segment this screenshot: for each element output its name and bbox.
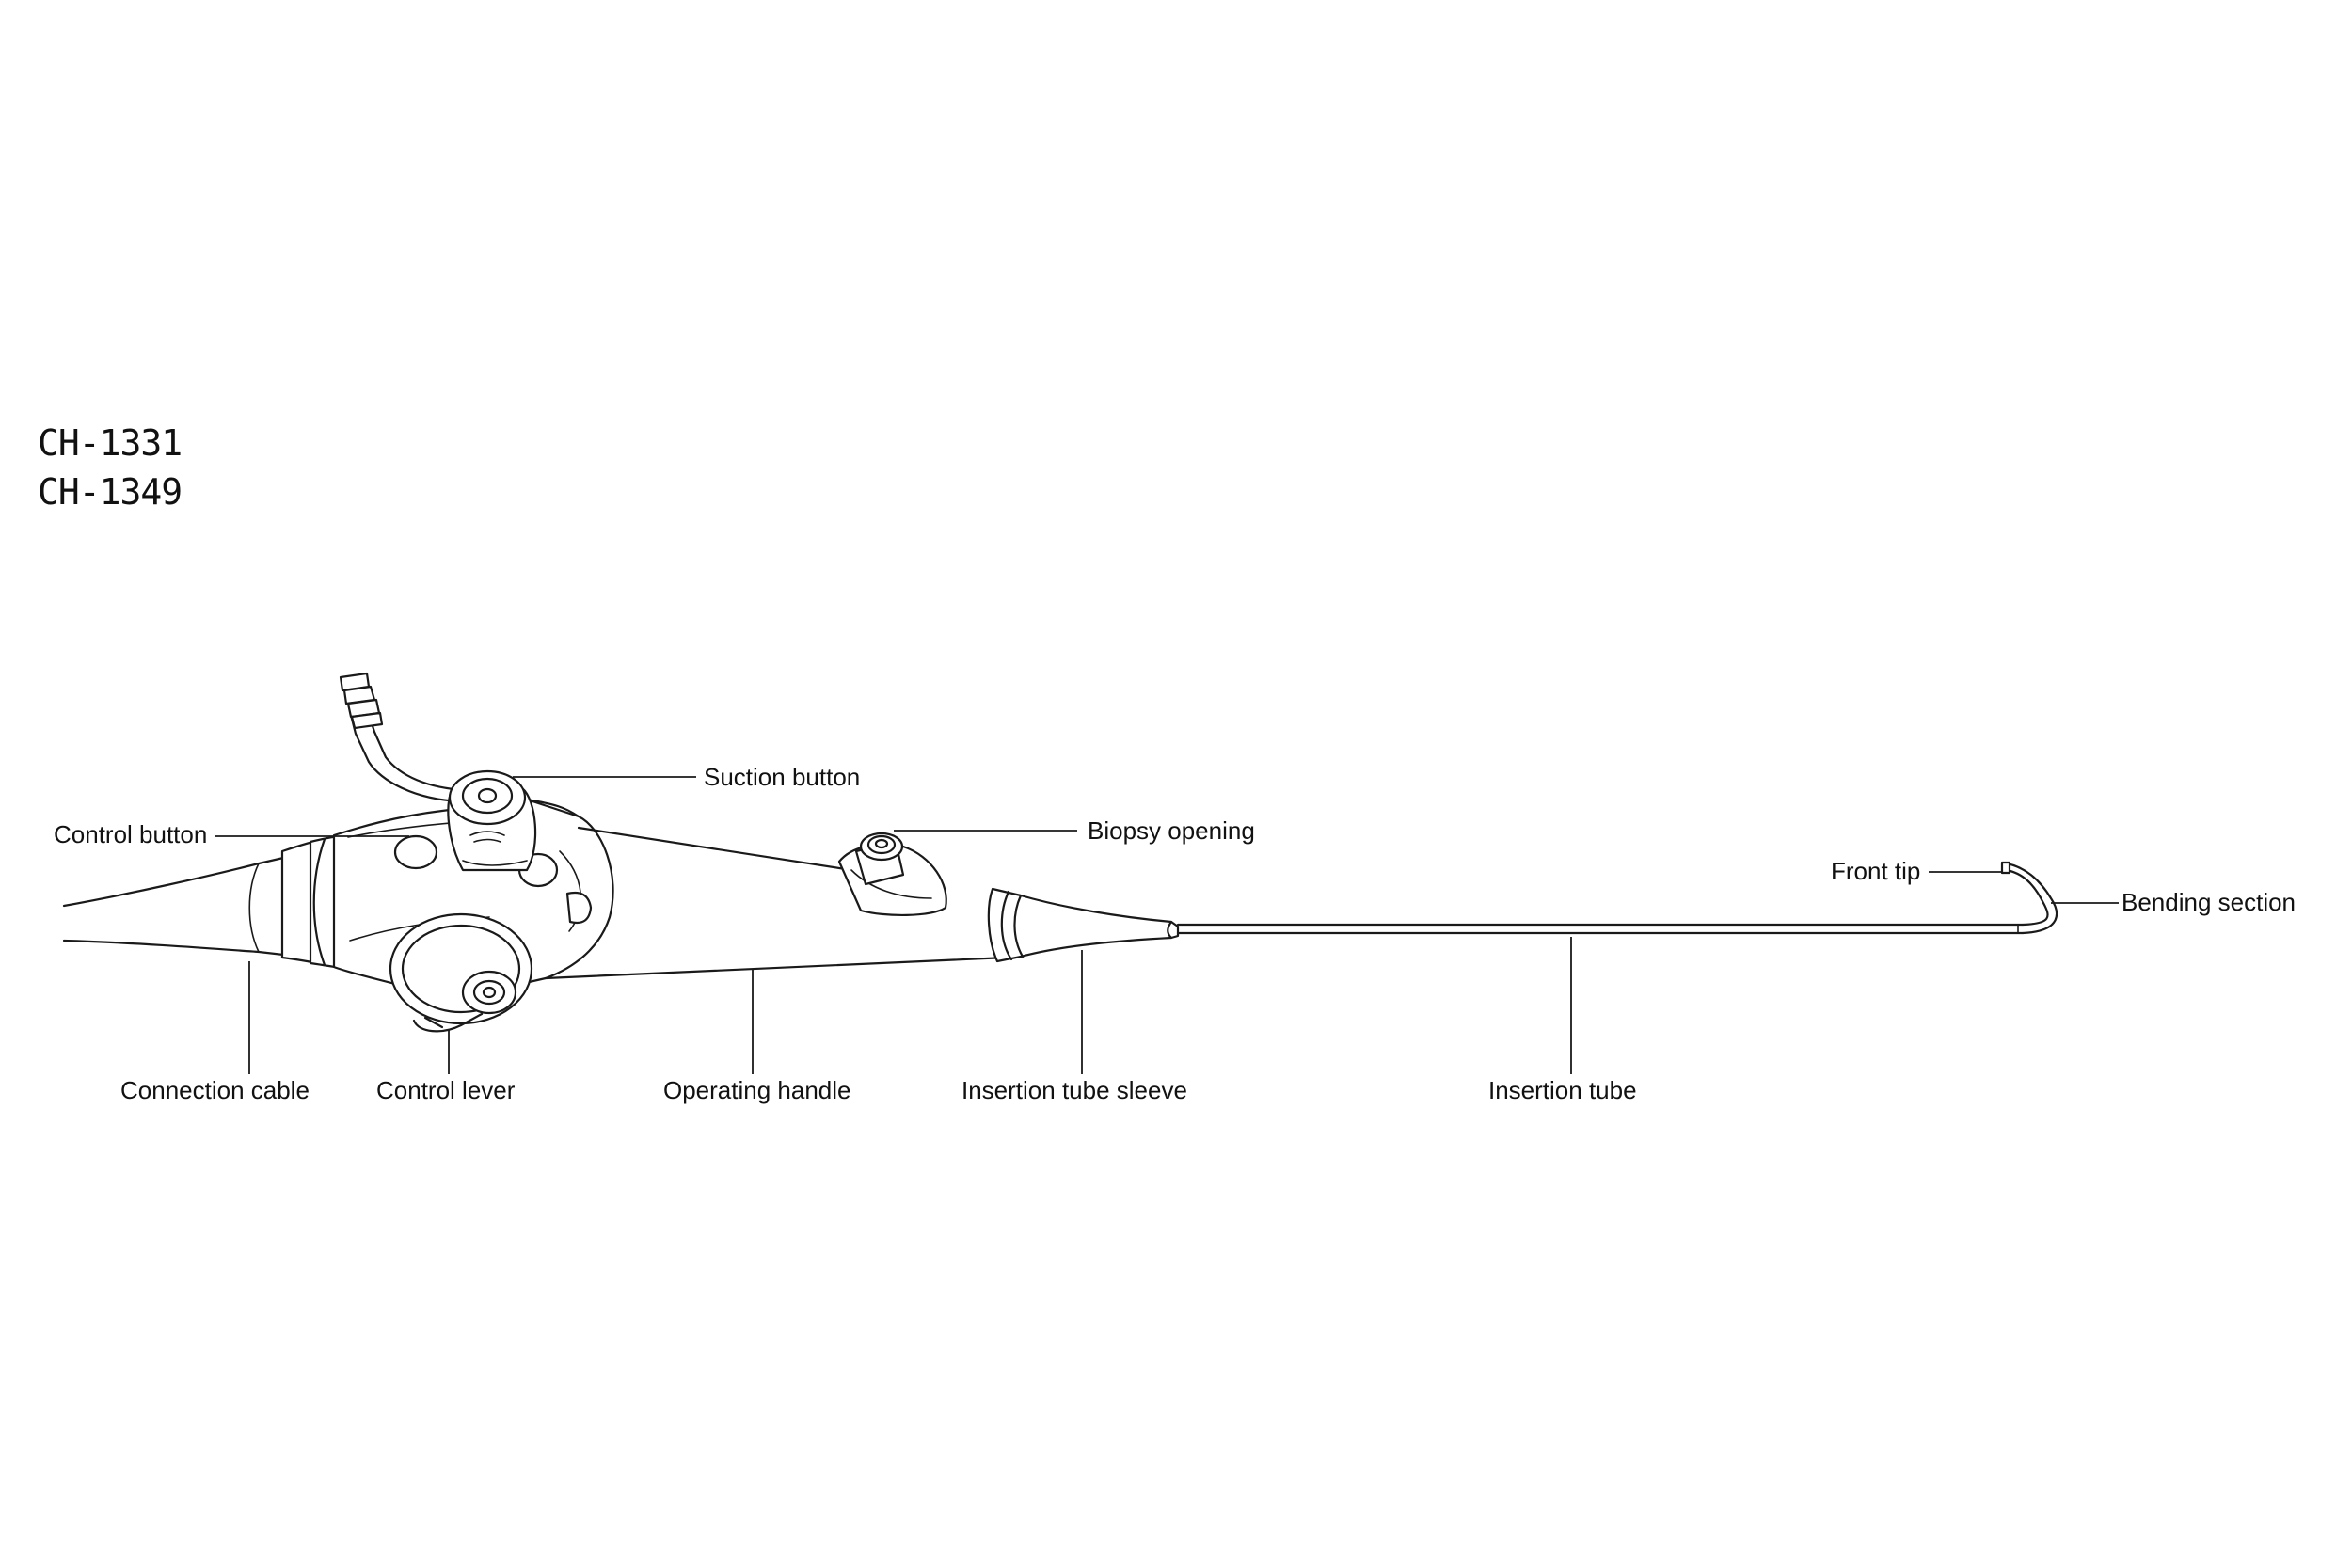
suction-button <box>447 769 537 872</box>
label-connection-cable: Connection cable <box>120 1076 310 1104</box>
label-insertion-tube-sleeve: Insertion tube sleeve <box>961 1076 1187 1104</box>
suction-tube <box>339 672 468 803</box>
connection-cable <box>62 854 294 958</box>
label-operating-handle: Operating handle <box>663 1076 850 1104</box>
label-biopsy-opening: Biopsy opening <box>1088 816 1255 845</box>
control-buttons <box>393 834 559 888</box>
label-front-tip: Front tip <box>1831 857 1920 885</box>
bending-section <box>2004 862 2058 935</box>
cable-strain-relief <box>280 834 342 970</box>
leader-lines <box>215 776 2119 1074</box>
label-bending-section: Bending section <box>2122 888 2296 916</box>
front-tip <box>2000 861 2011 875</box>
label-suction-button: Suction button <box>704 763 860 791</box>
model-numbers: CH-1331 CH-1349 <box>38 419 183 516</box>
insertion-tube-sleeve <box>987 887 1180 963</box>
biopsy-port <box>837 832 947 916</box>
label-insertion-tube: Insertion tube <box>1488 1076 1637 1104</box>
model-number-1: CH-1331 <box>38 422 183 464</box>
model-number-2: CH-1349 <box>38 471 183 513</box>
control-lever <box>389 912 533 1033</box>
label-control-button: Control button <box>54 820 207 848</box>
insertion-tube <box>1176 923 2025 935</box>
label-control-lever: Control lever <box>376 1076 516 1104</box>
